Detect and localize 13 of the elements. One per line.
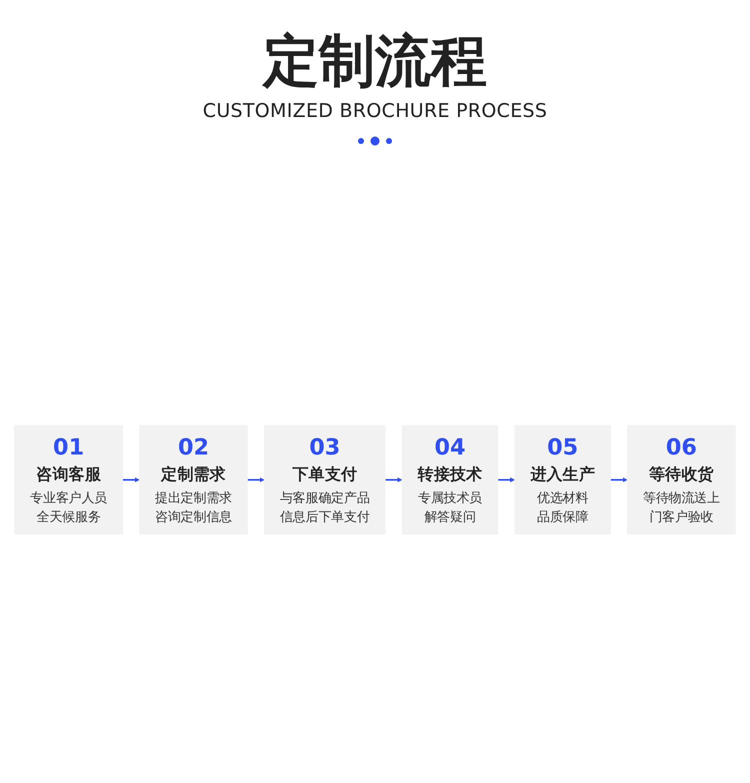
arrow [610,478,628,482]
arrow [122,478,140,482]
step-box: 06 等待收货 等待物流送上门客户验收 [627,425,736,535]
arrow [248,478,265,482]
step-box: 01 咨询客服 专业客户人员全天候服务 [14,425,123,535]
subtitle: CUSTOMIZED BROCHURE PROCESS [202,100,548,122]
arrow [385,478,402,482]
step-box: 05 进入生产 优选材料品质保障 [514,425,611,535]
arrow [498,478,515,482]
title: 定制流程 [263,30,487,94]
step-box: 04 转接技术 专属技术员解答疑问 [402,425,498,535]
step-box: 02 定制需求 提出定制需求咨询定制信息 [139,425,248,535]
step-box: 03 下单支付 与客服确定产品信息后下单支付 [264,425,386,535]
